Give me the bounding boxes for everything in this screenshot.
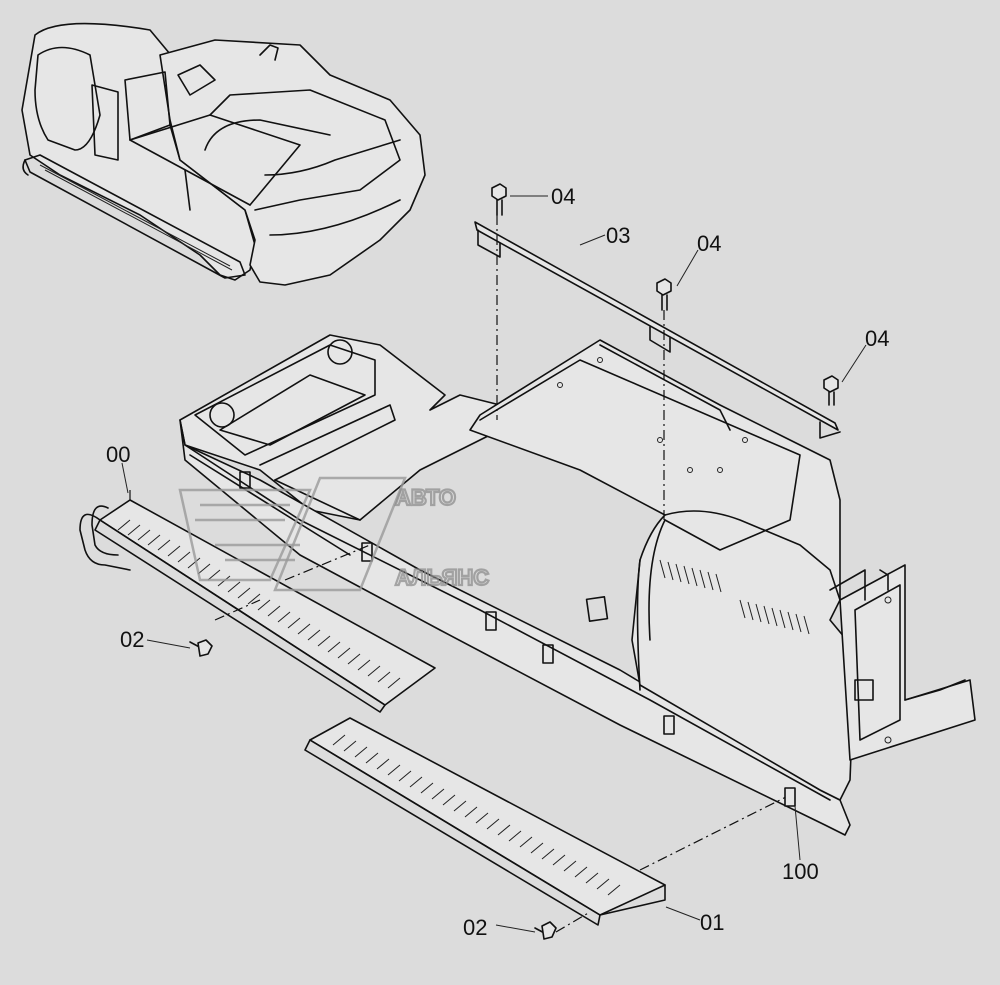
bolt-04-middle xyxy=(656,278,672,520)
callout-04-left: 04 xyxy=(551,184,575,209)
part-03-handrail xyxy=(474,221,841,439)
callout-04-middle: 04 xyxy=(697,231,721,256)
bolt-04-left xyxy=(491,183,507,420)
leader-lines xyxy=(121,195,867,933)
upper-structure-frame xyxy=(179,334,976,836)
watermark-line-1: АВТО xyxy=(395,485,456,510)
part-00-step-with-handrail xyxy=(79,490,436,713)
watermark-logo-icon xyxy=(178,476,407,592)
callout-02-upper: 02 xyxy=(120,627,144,652)
bolt-02-lower xyxy=(534,911,591,940)
callout-00: 00 xyxy=(106,442,130,467)
callout-labels: 00 01 02 02 03 04 04 04 100 xyxy=(106,184,889,940)
callout-02-lower: 02 xyxy=(463,915,487,940)
watermark: АВТО АЛЬЯНС xyxy=(178,476,490,592)
callout-100: 100 xyxy=(782,859,819,884)
excavator-overview xyxy=(21,22,426,286)
watermark-line-2: АЛЬЯНС xyxy=(395,565,489,590)
callout-04-right: 04 xyxy=(865,326,889,351)
bolt-04-right xyxy=(823,375,839,406)
bolt-02-upper xyxy=(189,639,213,657)
part-01-step xyxy=(304,717,796,926)
callout-03: 03 xyxy=(606,223,630,248)
callout-01: 01 xyxy=(700,910,724,935)
